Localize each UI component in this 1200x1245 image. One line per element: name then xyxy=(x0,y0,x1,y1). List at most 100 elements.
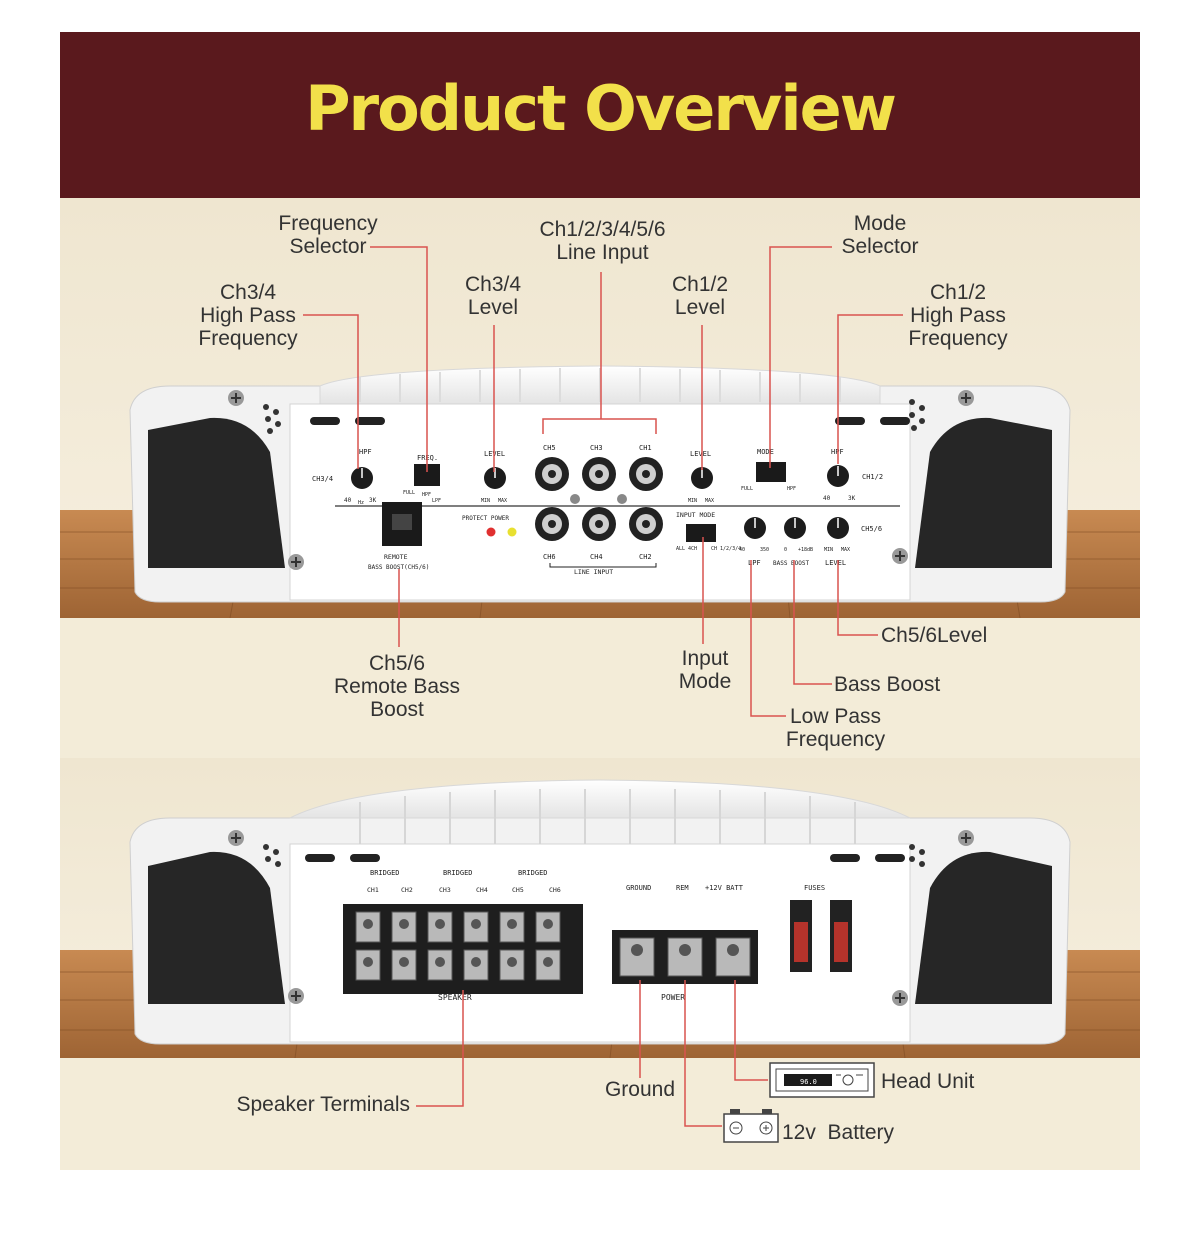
screw-icon xyxy=(228,390,244,406)
head-unit-label: Head Unit xyxy=(881,1070,975,1093)
left-heatsink-vent xyxy=(148,417,285,568)
sp-ch5-text: CH5 xyxy=(512,886,524,894)
remote-bass-boost-label: Ch5/6 Remote Bass Boost xyxy=(333,652,461,721)
protect-power-text: PROTECT POWER xyxy=(462,515,509,522)
ch6-text: CH6 xyxy=(543,553,556,561)
remote-text: REMOTE xyxy=(384,553,408,561)
ch5-text: CH5 xyxy=(543,444,556,452)
screw-icon xyxy=(958,830,974,846)
input-mode-text: INPUT MODE xyxy=(676,511,715,519)
ch1-text: CH1 xyxy=(639,444,652,452)
hz-40-text: 40 xyxy=(344,497,352,504)
ch56-text: CH5/6 xyxy=(861,525,882,533)
ground-label: Ground xyxy=(604,1078,676,1101)
hpf-left-label: HPF xyxy=(359,448,372,456)
mode-text: MODE xyxy=(757,448,774,456)
speaker-text: SPEAKER xyxy=(438,993,472,1002)
ch4-text: CH4 xyxy=(590,553,603,561)
lpf-40-text: 40 xyxy=(739,547,745,553)
mode-hpf-text: HPF xyxy=(787,486,796,492)
fuse-icon xyxy=(830,900,852,972)
rem-text: REM xyxy=(676,884,689,892)
lpf-350-text: 350 xyxy=(760,547,769,553)
lpf-small-text: LPF xyxy=(432,498,441,504)
line-input-text: LINE INPUT xyxy=(574,568,613,576)
input-mode-label: Input Mode xyxy=(678,647,732,693)
bass-boost-label: Bass Boost xyxy=(834,673,941,696)
ch56-min-text: MIN xyxy=(824,547,833,553)
ch12-level-label: Ch1/2 Level xyxy=(671,273,729,319)
ch1234-text: CH 1/2/3/4 xyxy=(711,546,741,552)
right-heatsink-vent xyxy=(915,417,1052,568)
hz-3k-right-text: 3K xyxy=(848,495,856,502)
screw-icon xyxy=(288,554,304,570)
speaker-terminals-label: Speaker Terminals xyxy=(236,1093,410,1116)
amplifier-bottom: BRIDGED BRIDGED BRIDGED CH1 CH2 CH3 CH4 … xyxy=(129,779,1071,1045)
mode-selector-label: Mode Selector xyxy=(841,212,919,258)
mode-selector-switch[interactable] xyxy=(756,462,786,482)
hpf-small-text: HPF xyxy=(422,492,431,498)
ch34-hpf-label: Ch3/4 High Pass Frequency xyxy=(198,281,298,350)
min-text: MIN xyxy=(481,498,490,504)
bridged-2-text: BRIDGED xyxy=(443,869,473,877)
hz-text: Hz xyxy=(358,500,364,506)
screw-icon xyxy=(288,988,304,1004)
product-overview-card: Product Overview xyxy=(60,32,1140,1170)
all-4ch-text: ALL 4CH xyxy=(676,546,697,552)
screw-icon xyxy=(958,390,974,406)
screw-icon xyxy=(892,990,908,1006)
bass-boost-text: BASS BOOST xyxy=(773,560,810,567)
head-unit-icon: 96.0 xyxy=(769,1062,875,1098)
fuses-text: FUSES xyxy=(804,884,825,892)
min-right-text: MIN xyxy=(688,498,697,504)
ch34-level-label: Ch3/4 Level xyxy=(464,273,522,319)
screw-icon xyxy=(892,548,908,564)
ground-text: GROUND xyxy=(626,884,651,892)
batt-text: +12V BATT xyxy=(705,884,744,892)
sp-ch1-text: CH1 xyxy=(367,886,379,894)
sp-ch3-text: CH3 xyxy=(439,886,451,894)
power-text: POWER xyxy=(661,993,685,1002)
fuse-icon xyxy=(790,900,812,972)
ch2-text: CH2 xyxy=(639,553,652,561)
level-right-text: LEVEL xyxy=(690,450,711,458)
right-heatsink-vent-bottom xyxy=(915,851,1052,1004)
frequency-selector-switch[interactable] xyxy=(414,464,440,486)
head-unit-display-text: 96.0 xyxy=(800,1078,817,1086)
ch3-text: CH3 xyxy=(590,444,603,452)
boost-0-text: 0 xyxy=(784,547,787,553)
rca-line-inputs[interactable]: CH5 CH3 CH1 CH6 CH4 CH2 LINE INPUT xyxy=(535,444,663,576)
full-text: FULL xyxy=(403,490,415,496)
mode-full-text: FULL xyxy=(741,486,753,492)
speaker-terminal-block[interactable] xyxy=(343,904,583,994)
ch56-max-text: MAX xyxy=(841,547,850,553)
low-pass-frequency-label: Low Pass Frequency xyxy=(785,705,886,751)
battery-icon xyxy=(723,1109,779,1143)
ch56-level-label: Ch5/6Level xyxy=(881,624,988,647)
ch56-level-text: LEVEL xyxy=(825,559,846,567)
line-input-label: Ch1/2/3/4/5/6 Line Input xyxy=(539,218,666,264)
sp-ch4-text: CH4 xyxy=(476,886,488,894)
hz-3k-text: 3K xyxy=(369,497,377,504)
boost-18-text: +18dB xyxy=(798,547,813,553)
amplifier-diagram: HPF CH3/4 40 Hz 3K FREQ. FULL HPF LPF LE… xyxy=(60,198,1140,1170)
amplifier-top: HPF CH3/4 40 Hz 3K FREQ. FULL HPF LPF LE… xyxy=(129,365,1071,603)
max-text: MAX xyxy=(498,498,507,504)
screw-icon xyxy=(228,830,244,846)
input-mode-switch[interactable] xyxy=(686,524,716,542)
title-banner: Product Overview xyxy=(60,32,1140,198)
ch12-hpf-label: Ch1/2 High Pass Frequency xyxy=(908,281,1008,350)
sp-ch6-text: CH6 xyxy=(549,886,561,894)
leader-lines xyxy=(303,246,903,1127)
bridged-3-text: BRIDGED xyxy=(518,869,548,877)
sp-ch2-text: CH2 xyxy=(401,886,413,894)
page-title: Product Overview xyxy=(305,72,897,145)
bridged-1-text: BRIDGED xyxy=(370,869,400,877)
ch34-text: CH3/4 xyxy=(312,475,333,483)
remote-sub-text: BASS BOOST(CH5/6) xyxy=(368,564,429,571)
max-right-text: MAX xyxy=(705,498,714,504)
power-terminal-block[interactable] xyxy=(612,930,758,984)
lpf-text: LPF xyxy=(748,559,761,567)
ch12-text: CH1/2 xyxy=(862,473,883,481)
battery-label: 12v Battery xyxy=(782,1121,895,1144)
